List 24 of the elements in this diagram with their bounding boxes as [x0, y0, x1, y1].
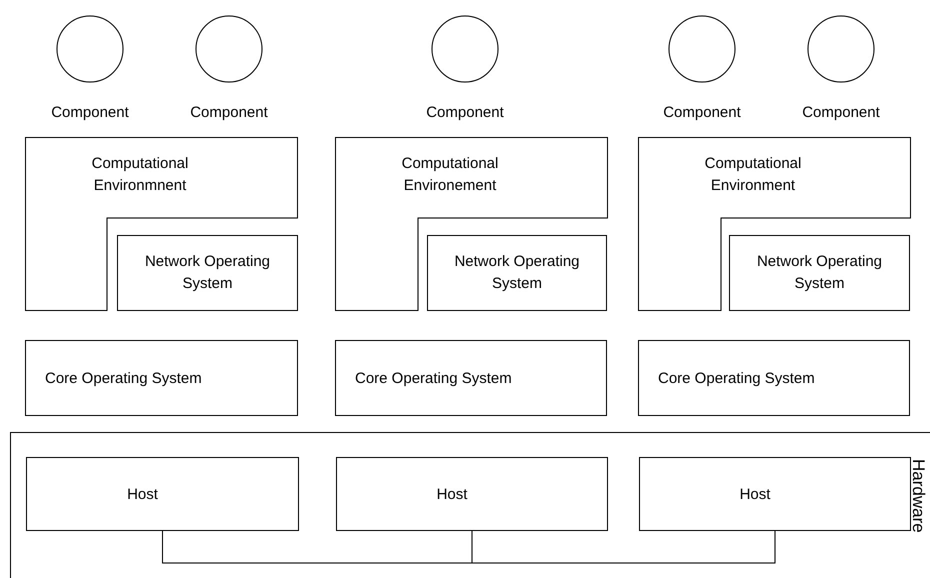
- component-label: Component: [662, 104, 742, 121]
- host-box: Host: [639, 457, 911, 531]
- environment-label: Computational Environment: [704, 154, 802, 196]
- hardware-frame: [10, 432, 930, 578]
- component-label: Component: [189, 104, 269, 121]
- bus-line: [162, 530, 472, 564]
- bus-line: [472, 530, 776, 564]
- host-box: Host: [26, 457, 299, 531]
- hardware-label: Hardware: [908, 459, 928, 533]
- host-box: Host: [336, 457, 608, 531]
- component-label: Component: [425, 104, 505, 121]
- component-label: Component: [801, 104, 881, 121]
- network-os-box: Network Operating System: [427, 235, 607, 311]
- environment-shape: [25, 137, 298, 311]
- environment-shape: [638, 137, 911, 311]
- network-os-box: Network Operating System: [117, 235, 298, 311]
- core-os-box: Core Operating System: [335, 340, 607, 416]
- environment-shape: [335, 137, 608, 311]
- environment-label: Computational Environement: [400, 154, 500, 196]
- environment-label: Computational Environmnent: [90, 154, 190, 196]
- core-os-box: Core Operating System: [25, 340, 298, 416]
- network-os-box: Network Operating System: [729, 235, 910, 311]
- component-label: Component: [50, 104, 130, 121]
- core-os-box: Core Operating System: [638, 340, 910, 416]
